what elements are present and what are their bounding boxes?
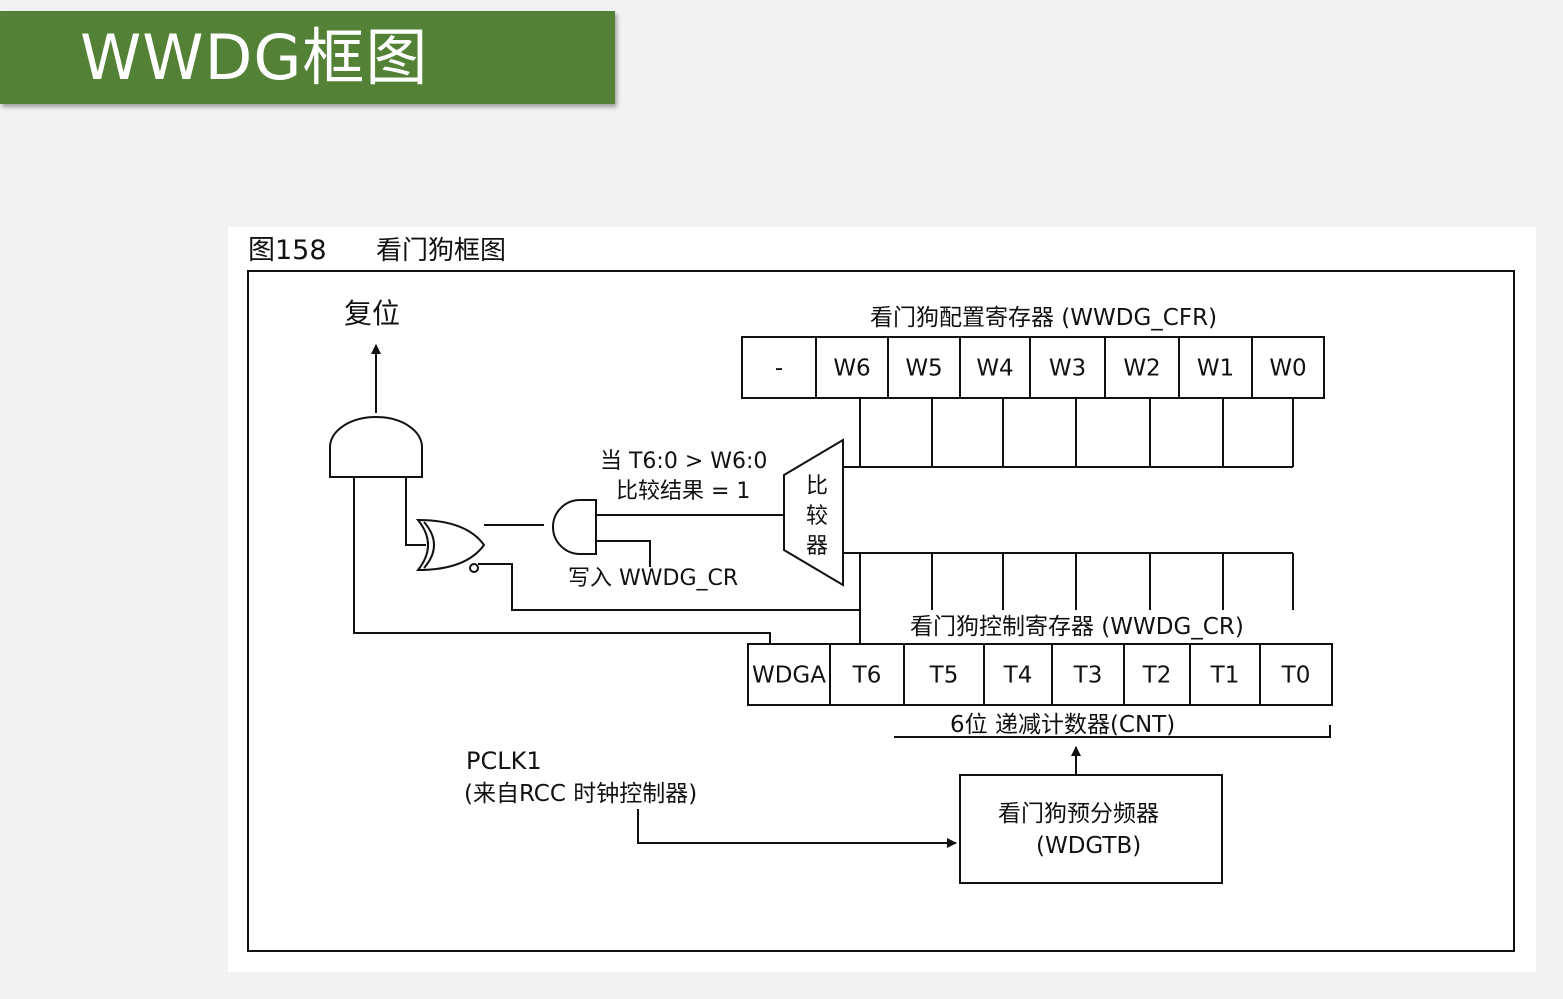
cr-bit-4: T3 — [1073, 663, 1103, 689]
cfr-bit-3: W4 — [976, 356, 1013, 382]
counter-bracket — [894, 725, 1331, 738]
write-cr-label: 写入 WWDG_CR — [568, 566, 738, 591]
or-gate — [415, 518, 486, 572]
slide-title: WWDG框图 — [80, 21, 429, 94]
cr-bit-7: T0 — [1281, 663, 1311, 689]
pclk-label-2: (来自RCC 时钟控制器) — [464, 781, 697, 807]
cfr-bit-1: W6 — [833, 356, 870, 382]
prescaler-label-2: (WDGTB) — [1036, 833, 1141, 859]
counter-caption: 6位 递减计数器(CNT) — [950, 712, 1175, 738]
cr-bit-6: T1 — [1210, 663, 1240, 689]
comparator-label-2: 较 — [806, 504, 828, 529]
t6-to-or-line — [478, 563, 860, 611]
prescaler-block — [959, 774, 1223, 884]
or-input-inverter — [469, 563, 479, 573]
wdga-line — [353, 477, 771, 644]
figure-frame — [247, 270, 1515, 952]
compare-condition-1: 当 T6:0 > W6:0 — [600, 449, 767, 474]
cr-bit-2: T5 — [929, 663, 959, 689]
cr-bit-lines — [844, 552, 1294, 644]
pclk-to-prescaler-arrow — [637, 809, 957, 848]
cfr-bit-cells: - W6 W5 W4 W3 W2 W1 W0 — [775, 337, 1307, 398]
write-cr-input-line — [596, 540, 651, 567]
write-and-gate — [552, 499, 597, 555]
figure-number: 图158 — [248, 235, 327, 266]
or-gate-input-curve — [423, 521, 435, 569]
cfr-register — [741, 336, 1325, 399]
cfr-title: 看门狗配置寄存器 (WWDG_CFR) — [870, 305, 1217, 331]
cfr-bit-2: W5 — [905, 356, 942, 382]
cr-bit-cells: WDGA T6 T5 T4 T3 T2 T1 T0 — [752, 644, 1310, 705]
or-output-line — [405, 477, 426, 546]
cr-bit-1: T6 — [852, 663, 882, 689]
comparator-label-1: 比 — [806, 474, 828, 499]
cr-bit-5: T2 — [1142, 663, 1172, 689]
cfr-bit-lines — [844, 398, 1294, 468]
reset-and-gate — [329, 416, 423, 478]
compare-condition-2: 比较结果 = 1 — [616, 479, 750, 504]
cr-register — [747, 643, 1333, 706]
cfr-bit-4: W3 — [1049, 356, 1086, 382]
cr-bit-0: WDGA — [752, 663, 826, 689]
comparator — [783, 438, 844, 587]
reset-label: 复位 — [344, 297, 400, 330]
comparator-label-3: 器 — [806, 534, 828, 559]
pclk-label-1: PCLK1 — [466, 747, 542, 775]
cfr-bit-5: W2 — [1123, 356, 1160, 382]
cfr-bit-0: - — [775, 356, 783, 382]
cr-title: 看门狗控制寄存器 (WWDG_CR) — [910, 614, 1244, 640]
cr-bit-3: T4 — [1003, 663, 1033, 689]
prescaler-label-1: 看门狗预分频器 — [998, 801, 1159, 827]
figure-caption: 看门狗框图 — [376, 236, 506, 266]
slide-title-bar: WWDG框图 — [0, 11, 615, 104]
cfr-bit-6: W1 — [1197, 356, 1234, 382]
cfr-bit-7: W0 — [1269, 356, 1306, 382]
